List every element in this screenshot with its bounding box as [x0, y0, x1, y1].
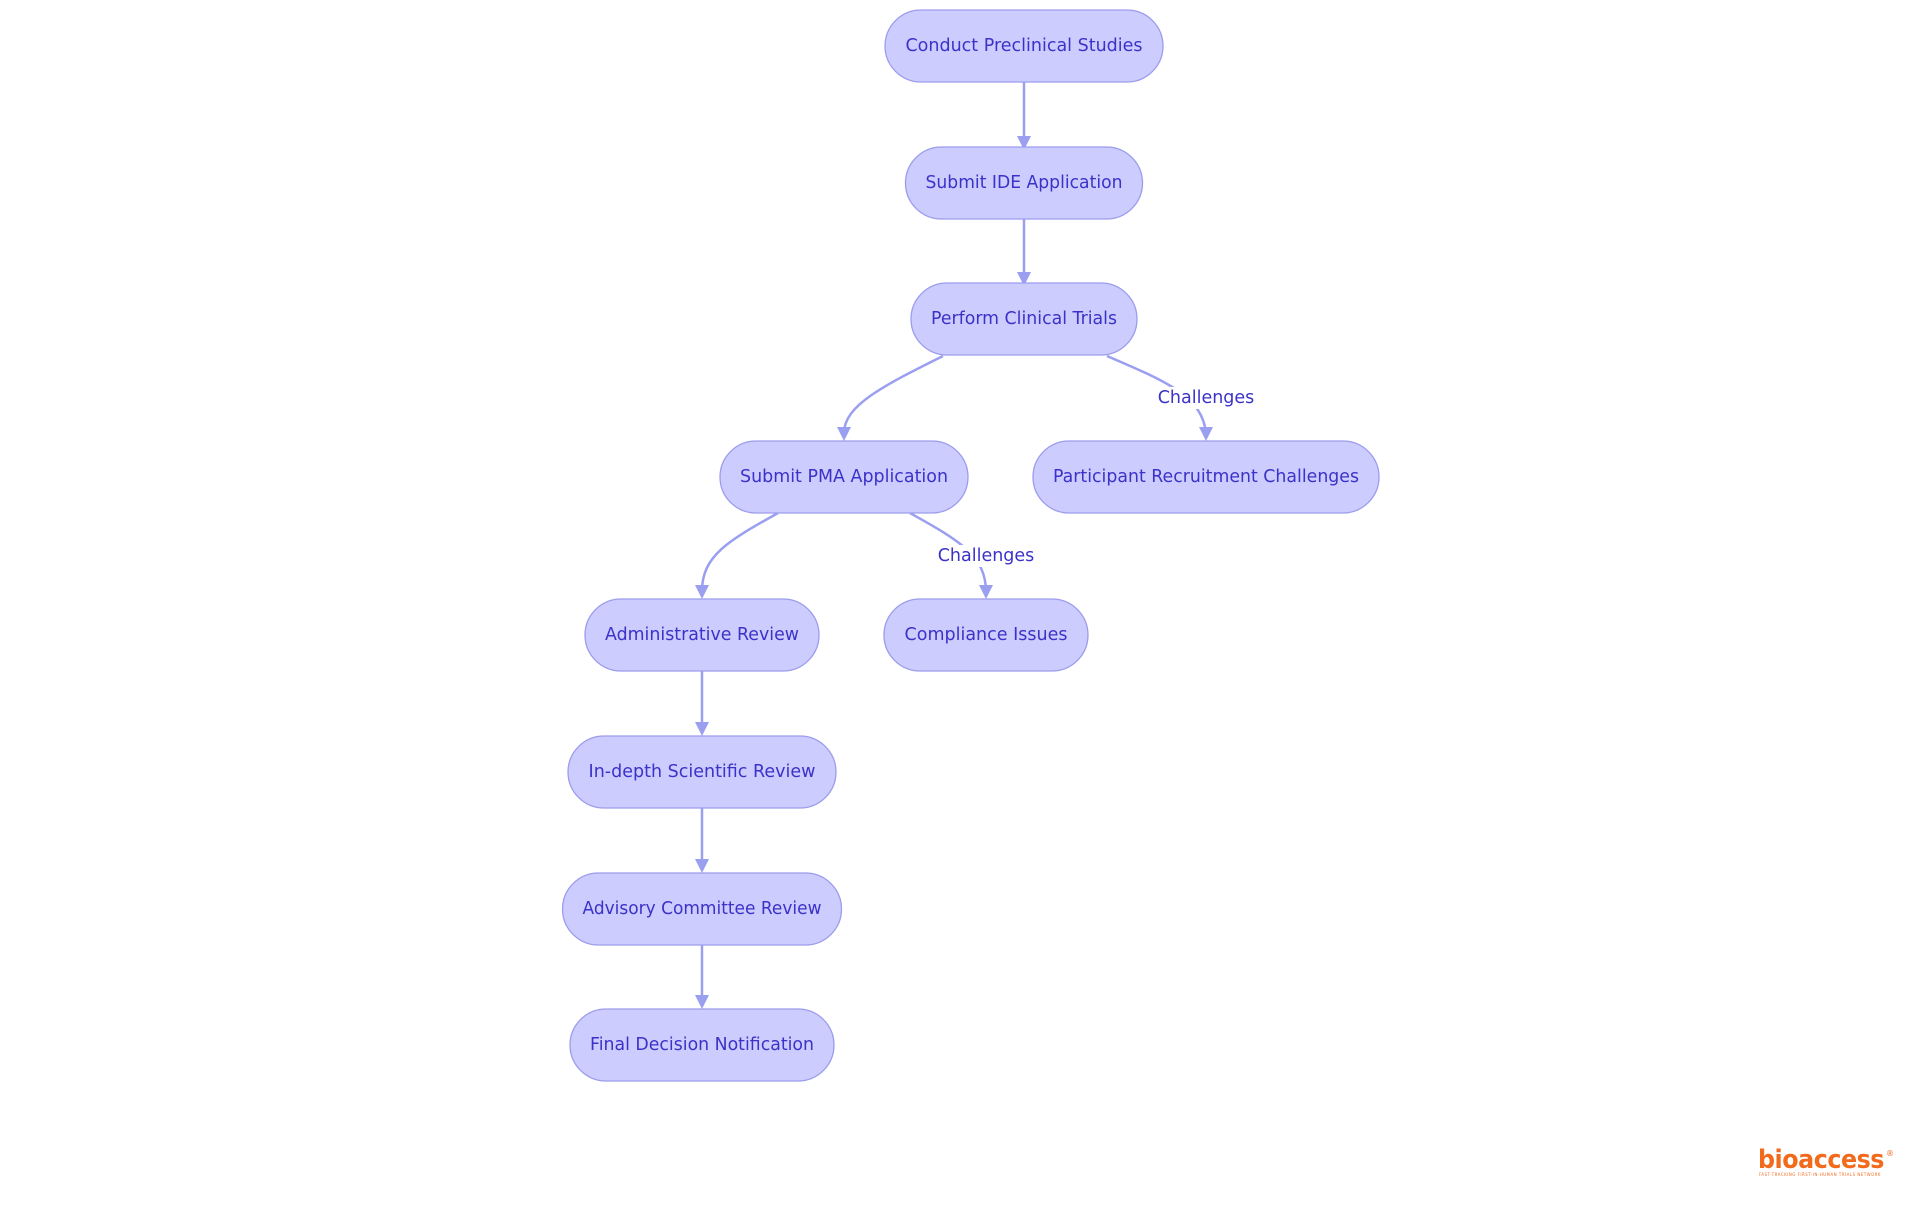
node-label: Perform Clinical Trials [931, 309, 1117, 329]
node-trials[interactable]: Perform Clinical Trials [910, 282, 1138, 356]
node-shape [883, 598, 1089, 672]
node-ide[interactable]: Submit IDE Application [904, 146, 1144, 220]
logo-tagline: FAST-TRACKING FIRST-IN-HUMAN TRIALS NETW… [1759, 1172, 1881, 1177]
edge-advisory-to-final [695, 945, 709, 1009]
edge-ide-to-trials [1017, 219, 1031, 286]
node-label: Advisory Committee Review [583, 899, 822, 919]
edge-label-text: Challenges [1158, 388, 1255, 408]
node-label: Administrative Review [605, 625, 799, 645]
edge-admin-to-scientific [695, 671, 709, 736]
arrowhead-icon [695, 859, 709, 873]
node-recruitment[interactable]: Participant Recruitment Challenges [1032, 440, 1380, 514]
node-shape [1032, 440, 1380, 514]
arrowhead-icon [695, 995, 709, 1009]
arrowhead-icon [1017, 272, 1031, 286]
node-scientific[interactable]: In-depth Scientific Review [567, 735, 837, 809]
node-shape [719, 440, 969, 514]
logo-wordmark: bioaccess [1758, 1145, 1884, 1175]
node-admin[interactable]: Administrative Review [584, 598, 820, 672]
node-label: In-depth Scientific Review [589, 762, 816, 782]
node-compliance[interactable]: Compliance Issues [883, 598, 1089, 672]
arrowhead-icon [1017, 136, 1031, 150]
edges-layer [695, 82, 1213, 1009]
node-shape [561, 872, 843, 946]
node-shape [884, 9, 1164, 83]
edge-line [842, 354, 944, 434]
edge-preclinical-to-ide [1017, 82, 1031, 150]
arrowhead-icon [695, 722, 709, 736]
node-label: Conduct Preclinical Studies [905, 36, 1142, 56]
node-pma[interactable]: Submit PMA Application [719, 440, 969, 514]
node-shape [569, 1008, 835, 1082]
logo-registered-mark: ® [1886, 1149, 1894, 1158]
node-final[interactable]: Final Decision Notification [569, 1008, 835, 1082]
node-shape [567, 735, 837, 809]
node-advisory[interactable]: Advisory Committee Review [561, 872, 843, 946]
node-label: Compliance Issues [905, 625, 1068, 645]
edge-line [700, 511, 779, 592]
node-shape [910, 282, 1138, 356]
edge-label-background [933, 545, 1039, 567]
node-label: Submit PMA Application [740, 467, 948, 487]
edge-label-text: Challenges [938, 546, 1035, 566]
edge-label-trials-to-recruitment: Challenges [1153, 387, 1259, 409]
edge-scientific-to-advisory [695, 808, 709, 873]
arrowhead-icon [837, 427, 851, 441]
edge-trials-to-pma [837, 354, 944, 441]
edge-pma-to-admin [695, 511, 779, 599]
arrowhead-icon [979, 585, 993, 599]
node-label: Participant Recruitment Challenges [1053, 467, 1359, 487]
edge-label-background [1153, 387, 1259, 409]
node-shape [584, 598, 820, 672]
node-label: Submit IDE Application [926, 173, 1123, 193]
node-preclinical[interactable]: Conduct Preclinical Studies [884, 9, 1164, 83]
node-label: Final Decision Notification [590, 1035, 814, 1055]
node-shape [904, 146, 1144, 220]
bioaccess-logo: bioaccess ® FAST-TRACKING FIRST-IN-HUMAN… [1758, 1145, 1894, 1177]
arrowhead-icon [1199, 427, 1213, 441]
edge-label-pma-to-compliance: Challenges [933, 545, 1039, 567]
arrowhead-icon [695, 585, 709, 599]
